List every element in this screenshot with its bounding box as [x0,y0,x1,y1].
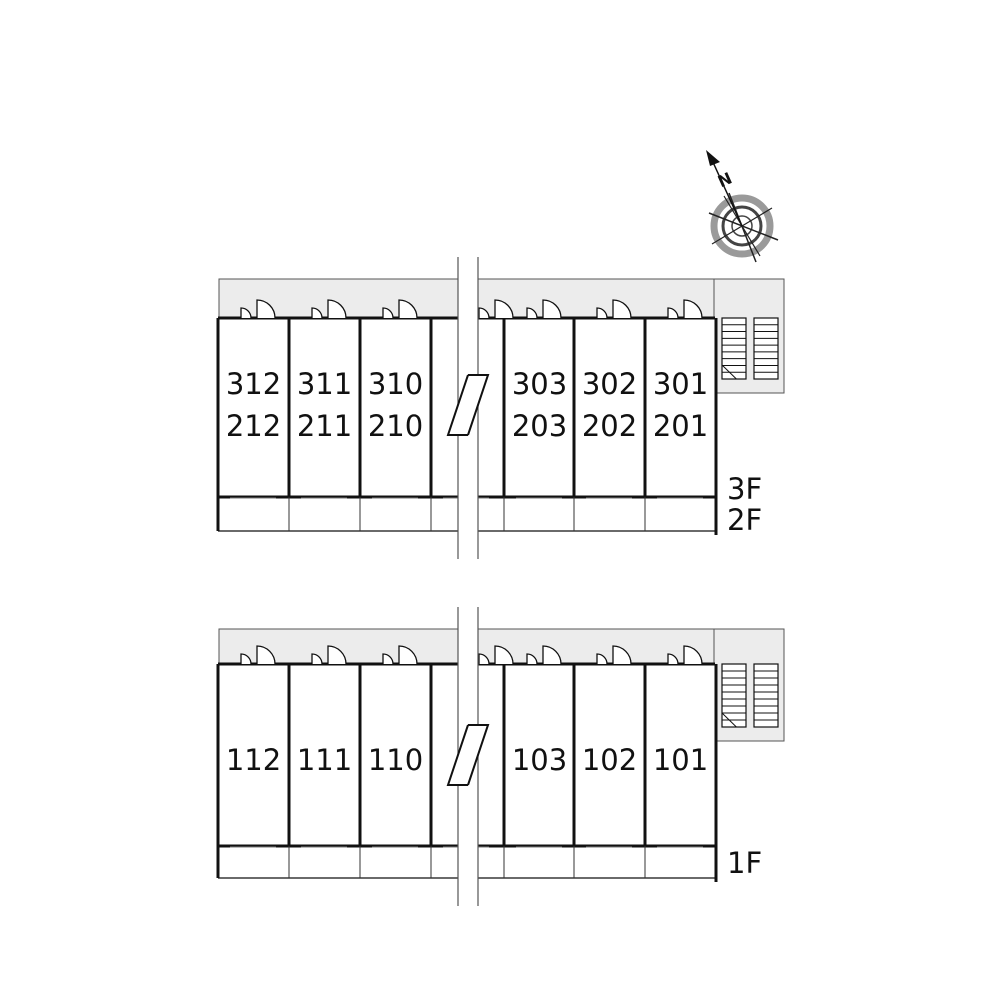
door-icon [596,307,608,319]
floor-label: 2F [727,503,762,537]
building-block-lower: 112 111 110 103 102 101 1F [216,607,785,906]
door-icon [683,645,703,665]
north-needle [711,159,743,227]
north-arrow-icon [706,150,720,166]
stairs-icon [721,317,747,380]
compass-outer-ring [710,194,774,258]
break-zigzag-fill [448,725,488,785]
break-zigzag [467,374,490,436]
door-icon [667,307,679,319]
room-number: 203 [512,409,567,443]
room-number: 101 [653,743,708,777]
stairs-icon [721,663,747,728]
room-number: 102 [582,743,637,777]
compass-line [708,212,779,241]
door-icon [256,299,276,319]
compass-center-ring [731,215,753,237]
room-number: 312 [226,367,281,401]
room-number: 212 [226,409,281,443]
door-icon [398,299,418,319]
door-icon [526,653,538,665]
room-number: 311 [297,367,352,401]
door-icon [612,645,632,665]
break-zigzag-fill [448,375,488,435]
door-icon [494,299,514,319]
compass-rose-icon: N [706,150,779,263]
door-icon [542,645,562,665]
door-icon [526,307,538,319]
door-icon [612,299,632,319]
door-icon [327,299,347,319]
door-icon [311,307,323,319]
stairs-icon [753,317,779,380]
room-number: 202 [582,409,637,443]
north-label: N [715,168,735,191]
room-number: 301 [653,367,708,401]
door-icon [240,653,252,665]
door-icon [478,653,490,665]
door-icon [382,307,394,319]
room-number: 211 [297,409,352,443]
room-number: 210 [368,409,423,443]
door-icon [240,307,252,319]
stair-landing [721,364,737,380]
room-number: 110 [368,743,423,777]
break-zigzag [467,724,490,786]
door-icon [478,307,490,319]
door-icon [398,645,418,665]
stair-landing [721,712,737,728]
room-number: 201 [653,409,708,443]
floor-label: 3F [727,472,762,506]
floor-label: 1F [727,846,762,880]
door-icon [311,653,323,665]
room-number: 112 [226,743,281,777]
door-icon [256,645,276,665]
door-icon [494,645,514,665]
building-blocks: 312 212 311 211 310 210 303 203 302 202 301 201 3F2F… [216,257,785,906]
room-number: 302 [582,367,637,401]
break-zigzag [446,724,469,786]
room-number: 303 [512,367,567,401]
door-icon [667,653,679,665]
stairs-icon [753,663,779,728]
door-icon [327,645,347,665]
door-icon [382,653,394,665]
door-icon [596,653,608,665]
break-zigzag [446,374,469,436]
room-number: 111 [297,743,352,777]
door-icon [542,299,562,319]
room-number: 103 [512,743,567,777]
door-icon [683,299,703,319]
room-number: 310 [368,367,423,401]
